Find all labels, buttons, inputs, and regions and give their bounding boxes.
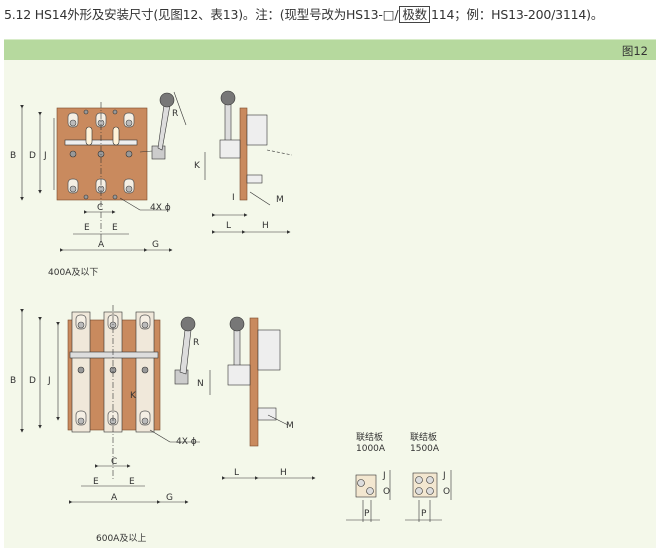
dim-e1: E [84,223,90,233]
dim-j: J [382,471,386,481]
dim-j: J [442,471,446,481]
dim-j: J [43,151,47,161]
dim-m: M [276,195,284,205]
dim-g: G [166,493,173,503]
dim-o: O [383,487,390,497]
figure-label: 图12 [621,44,648,58]
front-view-400a [20,91,187,252]
dim-holes: 4X ϕ [150,203,171,213]
dim-h: H [262,221,269,231]
dim-a: A [98,240,105,250]
dim-n: N [197,379,204,389]
dim-h: H [280,468,287,478]
plate-rating: 1500A [410,444,440,454]
dim-m: M [286,421,294,431]
dim-holes: 4X ϕ [176,437,197,447]
plate-title: 联结板 [356,431,383,443]
dim-l: L [226,221,231,231]
dim-i: I [232,193,235,203]
dim-b: B [10,376,16,386]
dim-e2: E [112,223,118,233]
link-plate-1500a: 联结板 1500A J O P [405,431,452,522]
dim-p: P [421,509,427,519]
dim-r: R [193,338,199,348]
dim-o: O [443,487,450,497]
dim-k: K [130,391,137,401]
dim-c: C [111,457,117,467]
dim-p: P [364,509,370,519]
side-view-600a [209,316,316,480]
dim-l: L [234,468,239,478]
poles-box: 极数 [399,6,430,23]
figure-header-bar: 图12 [4,39,656,61]
plate-rating: 1000A [356,444,386,454]
heading-suffix: 114；例：HS13-200/3114)。 [430,7,604,22]
dim-d: D [29,151,36,161]
dim-r: R [172,109,178,119]
heading-text: 5.12 HS14外形及安装尺寸(见图12、表13)。注：(现型号改为HS13-… [4,7,399,22]
dim-e2: E [129,477,135,487]
dim-e1: E [93,477,99,487]
top-dims: B D J C 4X ϕ E E A G R K I M L H 400A及以下 [10,109,284,278]
dim-g: G [152,240,159,250]
dim-b: B [10,151,16,161]
caption-400a: 400A及以下 [48,267,98,278]
bottom-dims: B D J K R 4X ϕ C E E A G N M L H 600A及以上 [10,338,294,544]
front-view-600a [20,305,200,504]
section-heading: 5.12 HS14外形及安装尺寸(见图12、表13)。注：(现型号改为HS13-… [4,4,603,23]
caption-600a: 600A及以上 [96,533,146,544]
dim-a: A [111,493,118,503]
dim-d: D [29,376,36,386]
plate-title: 联结板 [410,431,437,443]
dim-j: J [47,376,51,386]
side-view-400a [204,90,293,234]
link-plate-1000a: 联结板 1000A J O P [346,431,391,522]
dim-k: K [194,161,201,171]
dim-c: C [97,203,103,213]
